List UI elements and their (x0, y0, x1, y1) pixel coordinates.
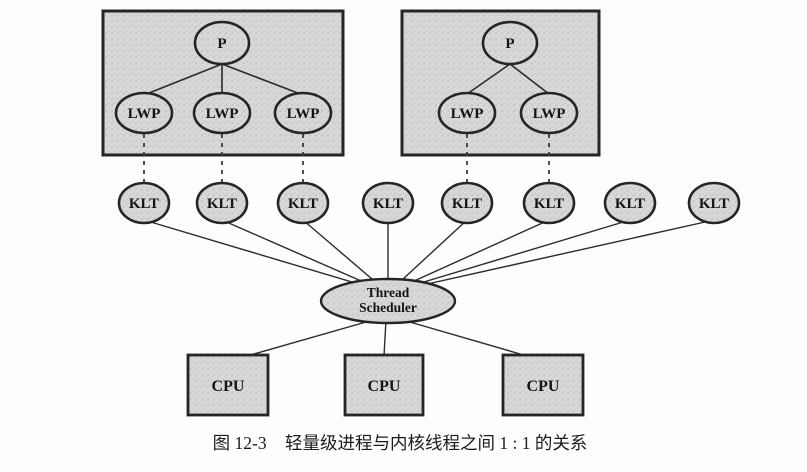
cpu-box-1 (186, 353, 270, 417)
lwp-node-3 (273, 91, 333, 135)
klt-node-6 (522, 181, 576, 225)
scheduler-cpu-link-1 (246, 317, 381, 357)
thread-scheduler: Thread Scheduler (319, 277, 457, 325)
klt-node-8 (687, 181, 741, 225)
lwp-label-4: LWP (451, 106, 484, 122)
klt-node-3 (276, 181, 330, 225)
klt-row: KLT KLT KLT KLT KLT KLT KLT KLT (117, 181, 741, 225)
figure-caption-number: 图 12-3 (213, 433, 267, 453)
klt-label-3: KLT (288, 196, 318, 212)
klt-scheduler-link-1 (143, 219, 383, 292)
process-box-1: P LWP LWP LWP (101, 9, 345, 157)
lwp-label-3: LWP (287, 106, 320, 122)
thread-scheduler-node (319, 277, 457, 325)
figure-caption-title: 轻量级进程与内核线程之间 1 : 1 的关系 (285, 433, 587, 453)
klt-label-2: KLT (207, 196, 237, 212)
lwp-node-4 (437, 91, 497, 135)
lwp-label-2: LWP (206, 106, 239, 122)
klt-label-4: KLT (373, 196, 403, 212)
process-2-link-lwp-2 (509, 63, 550, 95)
lwp-node-1 (114, 91, 174, 135)
lwp-node-5 (519, 91, 579, 135)
cpu-row: CPU CPU CPU (186, 353, 585, 417)
klt-label-1: KLT (129, 196, 159, 212)
klt-scheduler-link-2 (221, 219, 385, 292)
klt-scheduler-link-6 (391, 219, 550, 292)
lwp-klt-dashed-links (143, 134, 550, 182)
process-2-label: P (505, 36, 514, 52)
klt-label-8: KLT (699, 196, 729, 212)
cpu-label-2: CPU (368, 378, 401, 395)
klt-node-1 (117, 181, 171, 225)
process-1-label: P (217, 36, 226, 52)
lwp-label-1: LWP (128, 106, 161, 122)
process-1-node (193, 20, 251, 66)
klt-label-6: KLT (534, 196, 564, 212)
klt-node-5 (440, 181, 494, 225)
klt-label-7: KLT (615, 196, 645, 212)
cpu-label-1: CPU (212, 378, 245, 395)
scheduler-cpu-link-2 (383, 319, 387, 357)
lwp-label-5: LWP (533, 106, 566, 122)
klt-node-7 (603, 181, 657, 225)
scheduler-cpu-links (246, 317, 528, 357)
thread-scheduler-label-line1: Thread (367, 285, 410, 300)
cpu-label-3: CPU (527, 378, 560, 395)
klt-scheduler-link-7 (393, 219, 631, 292)
process-2-node (481, 20, 539, 66)
cpu-box-2 (343, 353, 425, 417)
klt-scheduler-links (143, 219, 715, 292)
process-box-2: P LWP LWP (400, 9, 601, 157)
thread-scheduler-label-line2: Scheduler (359, 300, 417, 315)
cpu-box-3 (501, 353, 585, 417)
klt-scheduler-link-8 (395, 219, 715, 292)
process-1-link-lwp-1 (143, 63, 223, 96)
lwp-node-2 (192, 91, 252, 135)
klt-node-2 (195, 181, 249, 225)
figure-caption: 图 12-3 轻量级进程与内核线程之间 1 : 1 的关系 (213, 433, 588, 453)
klt-node-4 (361, 181, 415, 225)
process-1-link-lwp-3 (221, 63, 304, 96)
process-2-link-lwp-1 (466, 63, 511, 95)
klt-label-5: KLT (452, 196, 482, 212)
scheduler-cpu-link-3 (395, 317, 528, 357)
